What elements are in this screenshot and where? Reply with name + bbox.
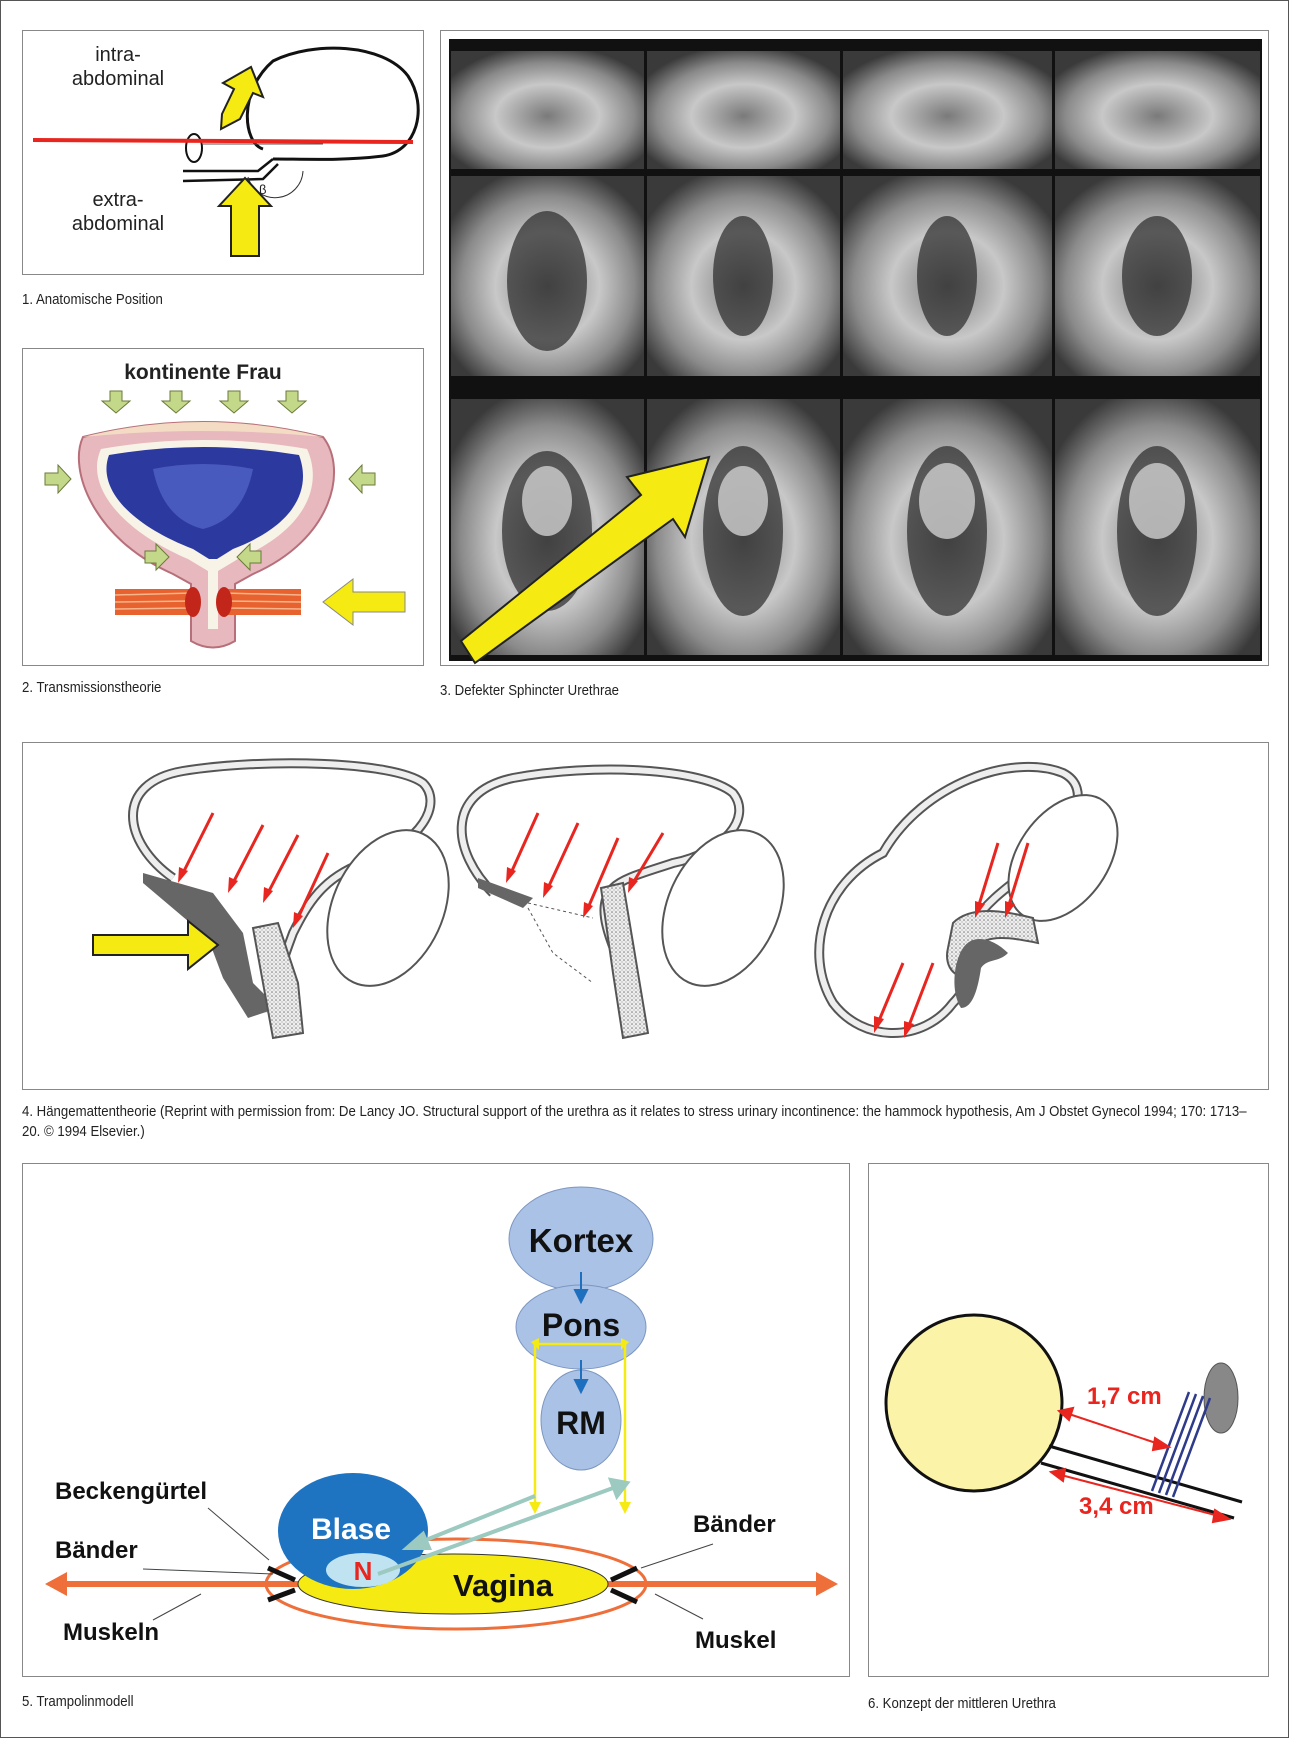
rm-label: RM (556, 1405, 606, 1441)
muskel-label: Muskel (695, 1627, 776, 1654)
figure-4-caption: 4. Hängemattentheorie (Reprint with perm… (22, 1102, 1263, 1142)
mid-urethra-diagram: 1,7 cm 3,4 cm (869, 1164, 1268, 1676)
figure-6-panel: 1,7 cm 3,4 cm (868, 1163, 1269, 1677)
hammock-theory-diagram (23, 743, 1268, 1089)
baender-left-label: Bänder (55, 1537, 138, 1564)
figure-1-panel: β intra- abdominal extra- abdominal (22, 30, 424, 275)
measure-arrow-1 (1059, 1408, 1169, 1450)
figure-3-caption: 3. Defekter Sphincter Urethrae (440, 681, 619, 701)
kortex-label: Kortex (529, 1222, 634, 1259)
figure-2-panel: kontinente Frau (22, 348, 424, 666)
label-extra-1: extra- (92, 189, 143, 211)
figure-1-caption: 1. Anatomische Position (22, 290, 163, 310)
blase-label: Blase (311, 1513, 391, 1546)
mri-row-1 (451, 51, 1260, 169)
mri-image-grid (441, 31, 1268, 665)
pubic-bone-circle (886, 1315, 1062, 1491)
figure-2-caption: 2. Transmissionstheorie (22, 678, 161, 698)
figure-5-panel: Kortex Pons RM Vagi (22, 1163, 850, 1677)
baender-right-label: Bänder (693, 1511, 776, 1538)
hammock-state-2 (462, 770, 808, 1038)
label-extra-2: abdominal (72, 213, 164, 235)
figure-3-panel (440, 30, 1269, 666)
trampoline-model-diagram: Kortex Pons RM Vagi (23, 1164, 849, 1676)
transmission-theory-diagram: kontinente Frau (23, 349, 423, 665)
label-intra-1: intra- (95, 44, 141, 66)
vagina-label: Vagina (453, 1568, 554, 1603)
figure-5-caption: 5. Trampolinmodell (22, 1692, 134, 1712)
hammock-state-1 (93, 763, 473, 1038)
urethra-lines (183, 159, 278, 181)
muskeln-label: Muskeln (63, 1619, 159, 1646)
distance-1-label: 1,7 cm (1087, 1383, 1162, 1410)
hammock-state-3 (819, 767, 1140, 1038)
external-pressure-arrow (323, 579, 405, 625)
figure-6-caption: 6. Konzept der mittleren Urethra (868, 1694, 1056, 1714)
pressure-arrows-top (102, 391, 306, 413)
n-label: N (354, 1556, 373, 1586)
pons-label: Pons (542, 1307, 620, 1343)
distance-2-label: 3,4 cm (1079, 1493, 1154, 1520)
pelvic-floor-line (33, 140, 413, 142)
continent-woman-title: kontinente Frau (124, 361, 282, 384)
label-intra-2: abdominal (72, 68, 164, 90)
small-structure (186, 134, 202, 162)
anatomical-position-diagram: β intra- abdominal extra- abdominal (23, 31, 423, 274)
pressure-arrow-left (45, 465, 71, 493)
pressure-arrow-right (349, 465, 375, 493)
beckenguertel-label: Beckengürtel (55, 1478, 207, 1505)
figure-4-panel (22, 742, 1269, 1090)
upward-arrow (221, 67, 263, 129)
